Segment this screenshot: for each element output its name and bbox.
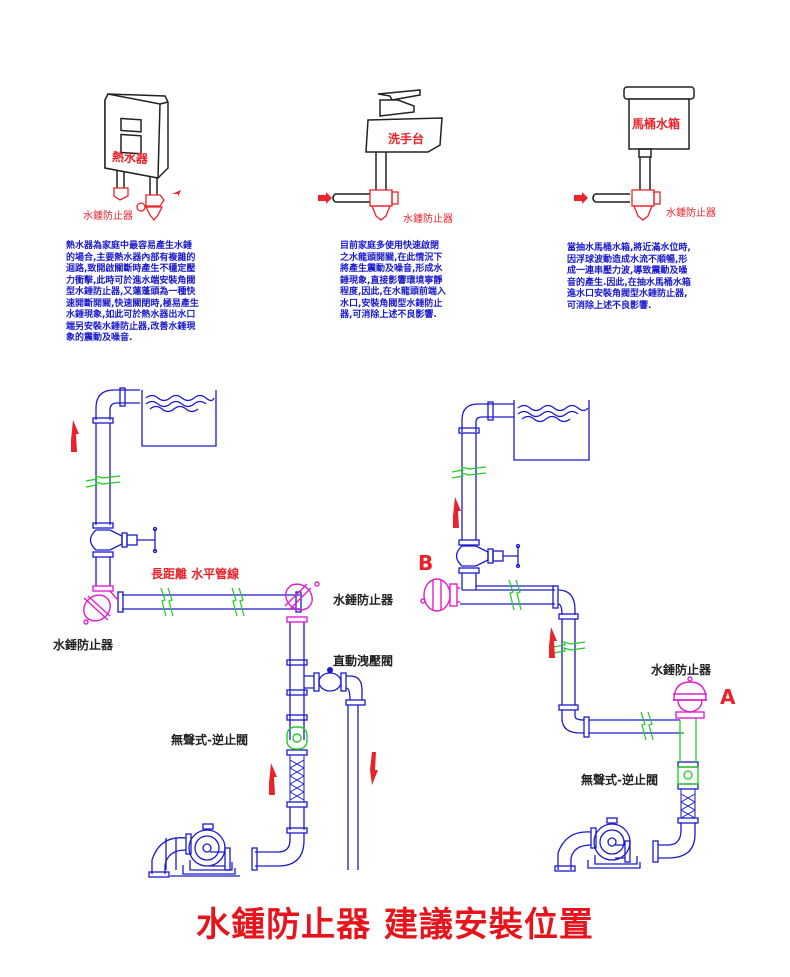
heater-fittings — [113, 187, 165, 222]
basin-description: 目前家庭多使用快速啟閉 之水龍頭開關,在此情況下 將產生震動及噪音,形成水 錘現… — [340, 241, 446, 320]
toilet-tank-label: 馬桶水箱 — [632, 117, 681, 131]
pipeline-label: 長距離 水平管線 — [151, 567, 240, 581]
heater-description: 熱水器為家庭中最容易產生水錘 的場合,主要熱水器內部有複雜的 迴路,致開啟關斷時… — [66, 241, 199, 343]
basin-label: 洗手台 — [388, 132, 425, 146]
left-check-valve-label: 無聲式-逆止閥 — [171, 733, 248, 747]
flow-up-arrow-icon — [71, 420, 79, 452]
heater-arrestor-label: 水鍾防止器 — [83, 211, 133, 222]
left-pipe-system — [89, 387, 366, 878]
flow-up-arrow-icon — [549, 627, 557, 658]
water-heater-illustration — [104, 93, 169, 195]
basin-fittings — [369, 189, 399, 221]
right-pipe-system — [455, 400, 699, 872]
arrow-icon — [172, 190, 181, 197]
arrestor-right-label: 水錘防止器 — [333, 593, 394, 607]
point-a-label: A — [720, 685, 736, 709]
left-arrestor-top — [284, 581, 320, 623]
relief-valve-label: 直動洩壓閥 — [333, 654, 394, 668]
toilet-tank-illustration — [592, 86, 695, 203]
heater-label: 熱水器 — [111, 149, 149, 167]
relief-valve-knob — [327, 667, 333, 673]
toilet-arrestor-label: 水鍾防止器 — [666, 208, 716, 219]
right-check-valve-label: 無聲式-逆止閥 — [581, 773, 658, 787]
flow-up-arrow-icon — [453, 497, 461, 528]
arrestor-a-label: 水錘防止器 — [651, 663, 712, 677]
arrow-icon — [574, 192, 588, 204]
left-braided-hose — [289, 754, 305, 803]
left-check-valve — [286, 726, 308, 750]
toilet-fittings — [631, 189, 661, 221]
basin-arrestor-label: 水鍾防止器 — [403, 214, 453, 225]
arrow-icon — [318, 192, 332, 204]
arrestor-left-label: 水錘防止器 — [53, 638, 114, 652]
point-b-label: B — [418, 551, 434, 575]
flow-up-arrow-icon — [269, 763, 277, 795]
toilet-description: 當抽水馬桶水箱,將近滿水位時, 因浮球波動造成水流不順暢,形 成一連串壓力波,導… — [567, 243, 691, 311]
flow-down-arrow-icon — [370, 752, 378, 785]
basin-illustration — [332, 89, 443, 203]
arrestor-a — [673, 676, 707, 719]
arrestor-b — [420, 578, 460, 612]
right-green-riser — [677, 718, 699, 785]
break-marks — [85, 475, 245, 617]
break-marks-right — [451, 466, 654, 741]
page-title: 水鍾防止器 建議安裝位置 — [196, 905, 594, 945]
left-arrestor-bottom — [83, 585, 119, 625]
right-braided-hose — [680, 788, 696, 819]
